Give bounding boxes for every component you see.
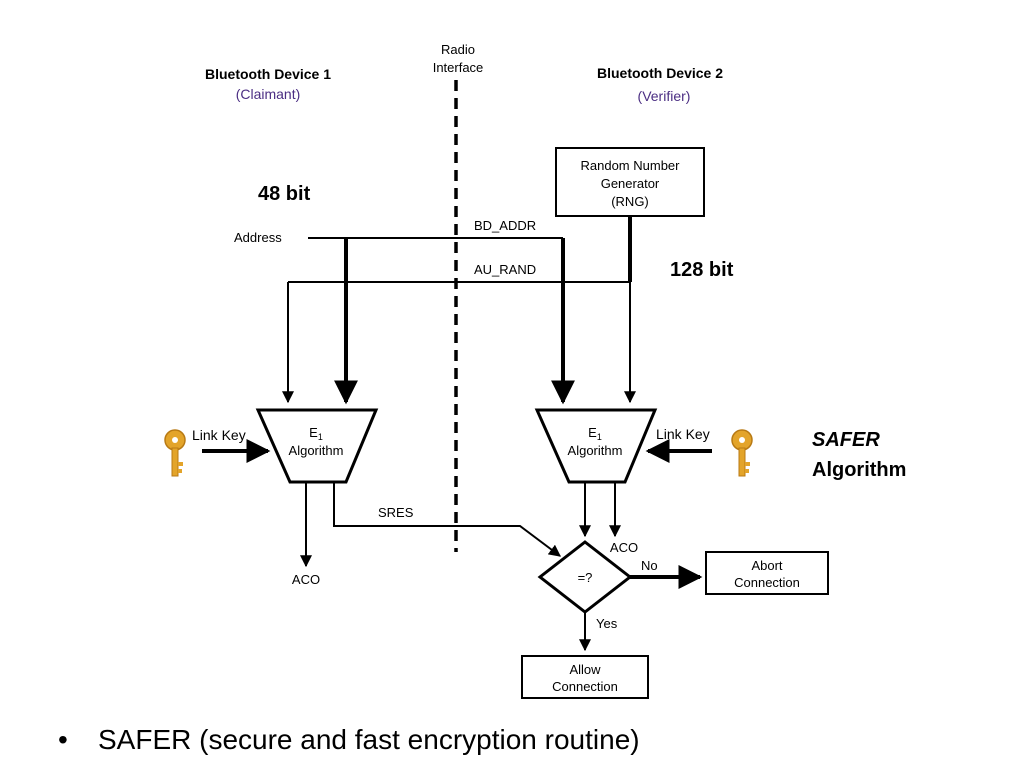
link-key-right-label: Link Key [656, 426, 710, 442]
e1-right-block [534, 408, 658, 484]
safer-label: SAFER [812, 429, 880, 451]
aco-left-label: ACO [292, 572, 320, 587]
e1-left-block [255, 408, 379, 484]
bullet-text: SAFER (secure and fast encryption routin… [98, 724, 640, 755]
rng-box [555, 147, 705, 217]
e1-right-algorithm: Algorithm [568, 443, 623, 458]
aco-right-label: ACO [610, 540, 638, 555]
radio-label-line2: Interface [433, 60, 484, 75]
allow-line1: Allow [569, 662, 601, 677]
bd-addr-label: BD_ADDR [474, 218, 536, 233]
device2-role: (Verifier) [638, 88, 691, 104]
radio-label-line1: Radio [441, 42, 475, 57]
e1-left-name: E1 [309, 425, 323, 442]
abort-line2: Connection [734, 575, 800, 590]
sres-label: SRES [378, 505, 414, 520]
device1-role: (Claimant) [236, 86, 301, 102]
no-label: No [641, 558, 658, 573]
allow-connection-box [521, 655, 649, 699]
allow-line2: Connection [552, 679, 618, 694]
bullet-note: • SAFER (secure and fast encryption routi… [58, 724, 640, 756]
yes-label: Yes [596, 616, 618, 631]
sres-wire [333, 482, 561, 557]
bits-48-label: 48 bit [258, 183, 311, 205]
safer-algorithm-label: Algorithm [812, 459, 906, 481]
compare-label: =? [578, 570, 593, 585]
abort-connection-box [705, 551, 829, 595]
link-key-left-label: Link Key [192, 427, 246, 443]
e1-left-algorithm: Algorithm [289, 443, 344, 458]
link-key-right-icon [731, 429, 753, 477]
rng-line1: Random Number [581, 158, 681, 173]
bullet-symbol: • [58, 724, 68, 755]
abort-line1: Abort [751, 558, 782, 573]
au-rand-label: AU_RAND [474, 262, 536, 277]
device1-title: Bluetooth Device 1 [205, 66, 331, 82]
bits-128-label: 128 bit [670, 259, 734, 281]
e1-right-name: E1 [588, 425, 602, 442]
device2-title: Bluetooth Device 2 [597, 65, 723, 81]
link-key-left-icon [164, 429, 186, 477]
address-label: Address [234, 230, 282, 245]
rng-line3: (RNG) [611, 194, 649, 209]
rng-line2: Generator [601, 176, 660, 191]
